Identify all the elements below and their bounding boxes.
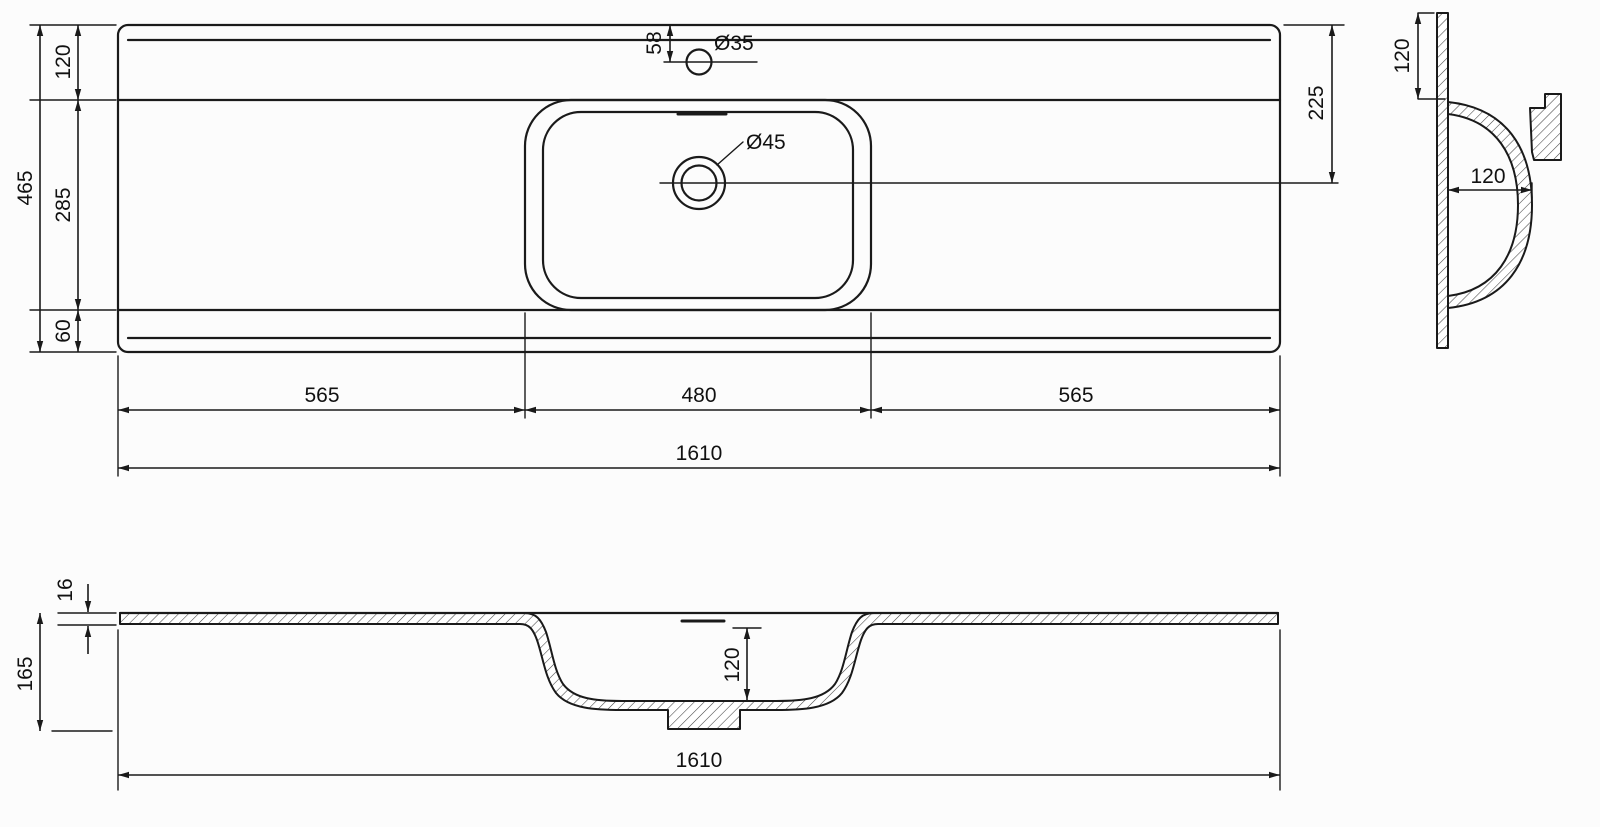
dim-side-bowl-depth-label: 120 (1470, 165, 1505, 188)
dim-front-bowl-depth-label: 120 (721, 647, 744, 682)
dimension-side-back: 120 (1391, 12, 1446, 100)
side-bowl-section (1447, 101, 1533, 309)
sink-inner-outline (541, 110, 855, 300)
dim-width-basin-label: 480 (681, 384, 716, 407)
dim-faucet-hole-label: Ø35 (714, 32, 754, 55)
dimension-faucet-offset: 58 (643, 25, 674, 62)
dim-width-total-label: 1610 (676, 442, 723, 465)
dim-drain-hole-label: Ø45 (746, 131, 786, 154)
dim-width-right-label: 565 (1058, 384, 1093, 407)
dimension-drain-offset: 225 (1283, 24, 1345, 183)
plan-bottom-dimensions: 565 480 565 1610 (117, 312, 1281, 477)
drain-leader-line (716, 141, 744, 166)
front-section-view: 16 165 120 1610 (14, 578, 1281, 791)
dim-faucet-offset-label: 58 (643, 31, 666, 54)
side-section-view: 120 120 (1391, 12, 1562, 349)
dim-front-height-label: 165 (14, 656, 37, 691)
dim-side-back-label: 120 (1391, 38, 1414, 73)
plan-left-dimensions: 465 120 285 60 (14, 24, 117, 353)
dim-front-width-label: 1610 (676, 749, 723, 772)
countertop-outline (116, 23, 1282, 354)
dimension-side-bowl-depth: 120 (1448, 165, 1533, 199)
dimension-front-width: 1610 (117, 629, 1281, 791)
side-slab-section (1436, 12, 1449, 349)
dim-depth-total-label: 465 (14, 170, 37, 205)
dimension-front-bowl-depth: 120 (721, 627, 762, 700)
dim-width-left-label: 565 (304, 384, 339, 407)
sink-outer-outline (523, 98, 873, 312)
dim-drain-offset-label: 225 (1305, 85, 1328, 120)
dim-front-thickness-label: 16 (54, 578, 77, 601)
dim-depth-back-label: 120 (52, 44, 75, 79)
drain-hole (659, 141, 1339, 211)
side-edge-section (1529, 93, 1562, 161)
dim-depth-middle-label: 285 (52, 187, 75, 222)
dim-depth-front-label: 60 (52, 319, 75, 342)
plan-view: 58 Ø35 Ø45 225 465 120 285 (14, 23, 1345, 477)
faucet-hole (663, 48, 758, 76)
front-section-band (119, 612, 1279, 730)
dimension-front-thickness: 16 (54, 578, 117, 654)
dimension-front-height: 165 (14, 613, 113, 732)
